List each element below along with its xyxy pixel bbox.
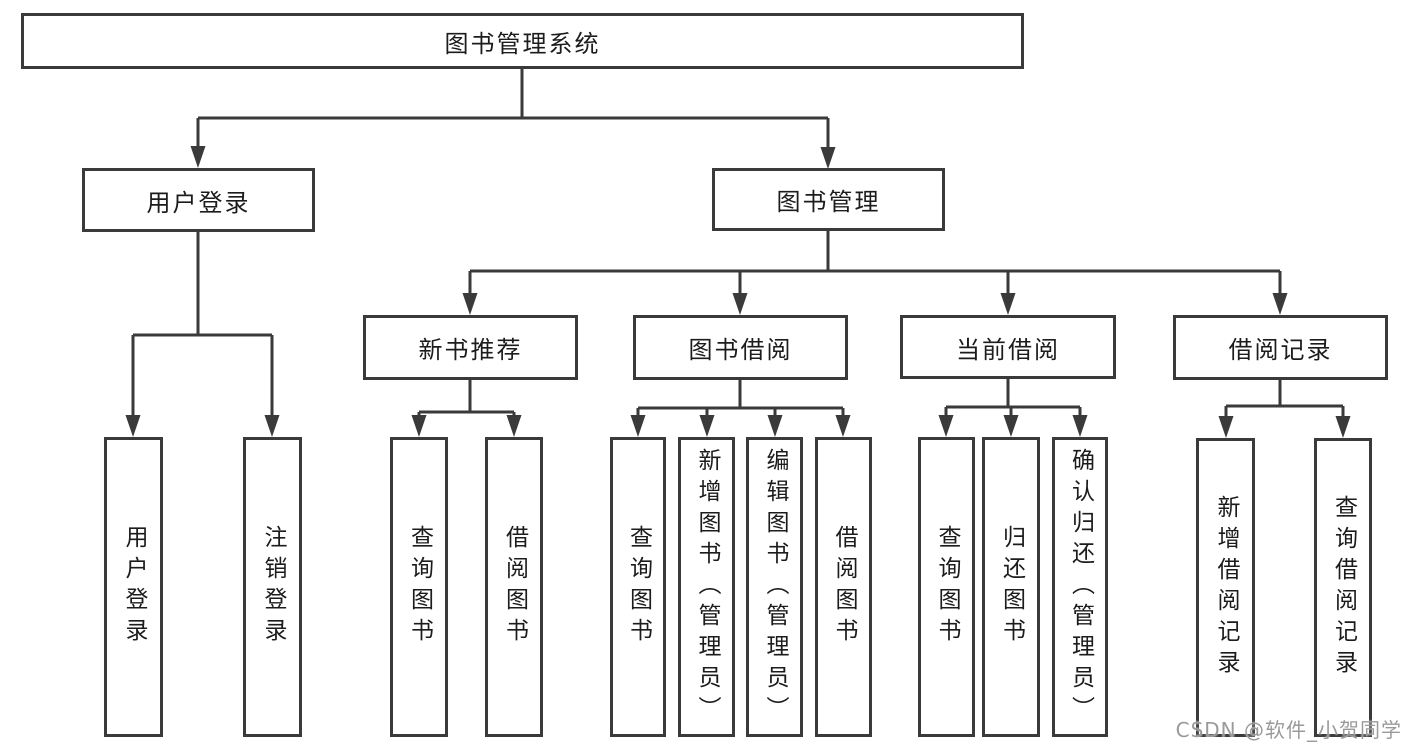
node-root-system: 图书管理系统 bbox=[21, 13, 1024, 69]
leaf-add-borrow-record-label: 新增借阅记录 bbox=[1213, 494, 1239, 681]
leaf-query-books-1: 查询图书 bbox=[390, 437, 448, 737]
node-current-borrow: 当前借阅 bbox=[900, 315, 1116, 379]
leaf-borrow-books-1: 借阅图书 bbox=[485, 437, 543, 737]
node-user-login: 用户登录 bbox=[82, 168, 315, 232]
node-root-label: 图书管理系统 bbox=[444, 29, 601, 58]
leaf-query-borrow-record-label: 查询借阅记录 bbox=[1330, 494, 1357, 681]
node-borrow-record-label: 借阅记录 bbox=[1228, 336, 1333, 364]
node-new-book-recommend-label: 新书推荐 bbox=[418, 336, 523, 364]
node-book-management: 图书管理 bbox=[712, 168, 945, 231]
leaf-add-borrow-record: 新增借阅记录 bbox=[1196, 438, 1255, 737]
leaf-query-books-2-label: 查询图书 bbox=[625, 525, 652, 649]
connector-root-to-level2 bbox=[196, 69, 830, 151]
csdn-watermark: CSDN @软件_小贺同学 bbox=[1175, 718, 1402, 742]
leaf-query-books-2: 查询图书 bbox=[610, 437, 666, 737]
leaf-confirm-return-admin: 确认归还（管理员） bbox=[1052, 437, 1108, 737]
connector-new-book-branch bbox=[417, 380, 516, 419]
connector-book-management-branch bbox=[468, 231, 1282, 296]
leaf-add-books-admin-label: 新增图书（管理员） bbox=[694, 447, 720, 727]
leaf-query-books-3: 查询图书 bbox=[918, 437, 975, 737]
node-current-borrow-label: 当前借阅 bbox=[956, 335, 1060, 364]
node-user-login-label: 用户登录 bbox=[146, 188, 251, 217]
leaf-confirm-return-admin-label: 确认归还（管理员） bbox=[1067, 447, 1094, 727]
leaf-user-login: 用户登录 bbox=[104, 437, 163, 737]
leaf-edit-books-admin-label: 编辑图书（管理员） bbox=[762, 447, 788, 727]
leaf-user-login-label: 用户登录 bbox=[121, 525, 147, 649]
leaf-logout-label: 注销登录 bbox=[260, 525, 286, 649]
leaf-query-books-1-label: 查询图书 bbox=[406, 525, 433, 649]
leaf-edit-books-admin: 编辑图书（管理员） bbox=[746, 437, 803, 737]
node-book-management-label: 图书管理 bbox=[776, 188, 881, 216]
node-borrow-record: 借阅记录 bbox=[1173, 315, 1388, 380]
leaf-query-books-3-label: 查询图书 bbox=[934, 525, 960, 649]
leaf-return-books: 归还图书 bbox=[982, 437, 1040, 737]
node-new-book-recommend: 新书推荐 bbox=[363, 315, 578, 380]
node-book-borrow: 图书借阅 bbox=[633, 315, 848, 380]
leaf-logout: 注销登录 bbox=[243, 437, 302, 737]
connector-user-login-branch bbox=[131, 232, 274, 419]
connector-current-borrow-branch bbox=[944, 379, 1082, 419]
connector-book-borrow-branch bbox=[636, 380, 845, 419]
node-book-borrow-label: 图书借阅 bbox=[688, 336, 793, 364]
leaf-query-borrow-record: 查询借阅记录 bbox=[1314, 438, 1372, 737]
connector-borrow-record-branch bbox=[1224, 380, 1345, 420]
leaf-borrow-books-1-label: 借阅图书 bbox=[501, 525, 528, 649]
leaf-add-books-admin: 新增图书（管理员） bbox=[678, 437, 735, 737]
leaf-borrow-books-2-label: 借阅图书 bbox=[831, 525, 857, 649]
leaf-borrow-books-2: 借阅图书 bbox=[815, 437, 872, 737]
leaf-return-books-label: 归还图书 bbox=[998, 525, 1025, 649]
